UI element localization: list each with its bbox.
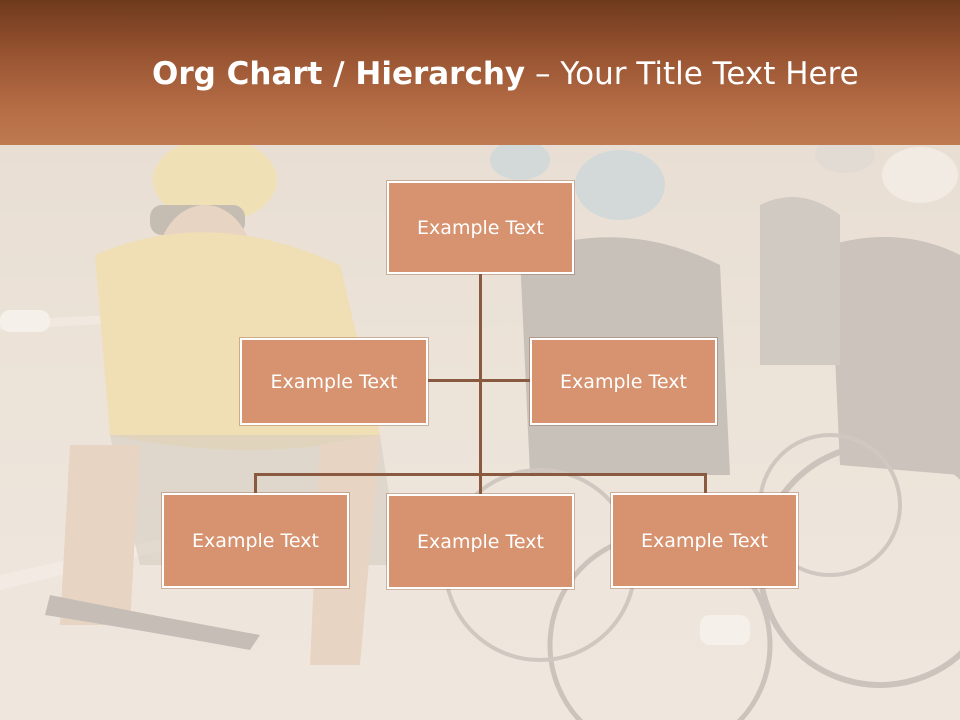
title-bar: Org Chart / Hierarchy – Your Title Text … [0,0,960,145]
org-box-assistant-right[interactable]: Example Text [530,338,717,425]
title-separator: – [525,56,561,92]
org-box-child-middle[interactable]: Example Text [387,494,574,589]
org-box-label: Example Text [417,216,544,239]
connector-children-bus [254,473,707,476]
connector-child-left [254,473,257,494]
slide-title[interactable]: Org Chart / Hierarchy – Your Title Text … [152,52,859,96]
connector-assistants [428,379,531,382]
org-box-child-right[interactable]: Example Text [611,493,798,588]
org-box-label: Example Text [270,370,398,393]
org-box-child-left[interactable]: Example Text [162,493,349,588]
org-box-label: Example Text [417,530,544,553]
org-box-label: Example Text [560,370,687,393]
title-bold-text: Org Chart / Hierarchy [152,56,526,92]
connector-root-trunk [479,273,482,494]
title-rest-text: Your Title Text Here [560,56,859,92]
org-box-root[interactable]: Example Text [387,181,574,274]
org-box-assistant-left[interactable]: Example Text [240,338,428,425]
org-box-label: Example Text [192,529,319,552]
org-box-label: Example Text [641,529,768,552]
connector-child-right [704,473,707,494]
